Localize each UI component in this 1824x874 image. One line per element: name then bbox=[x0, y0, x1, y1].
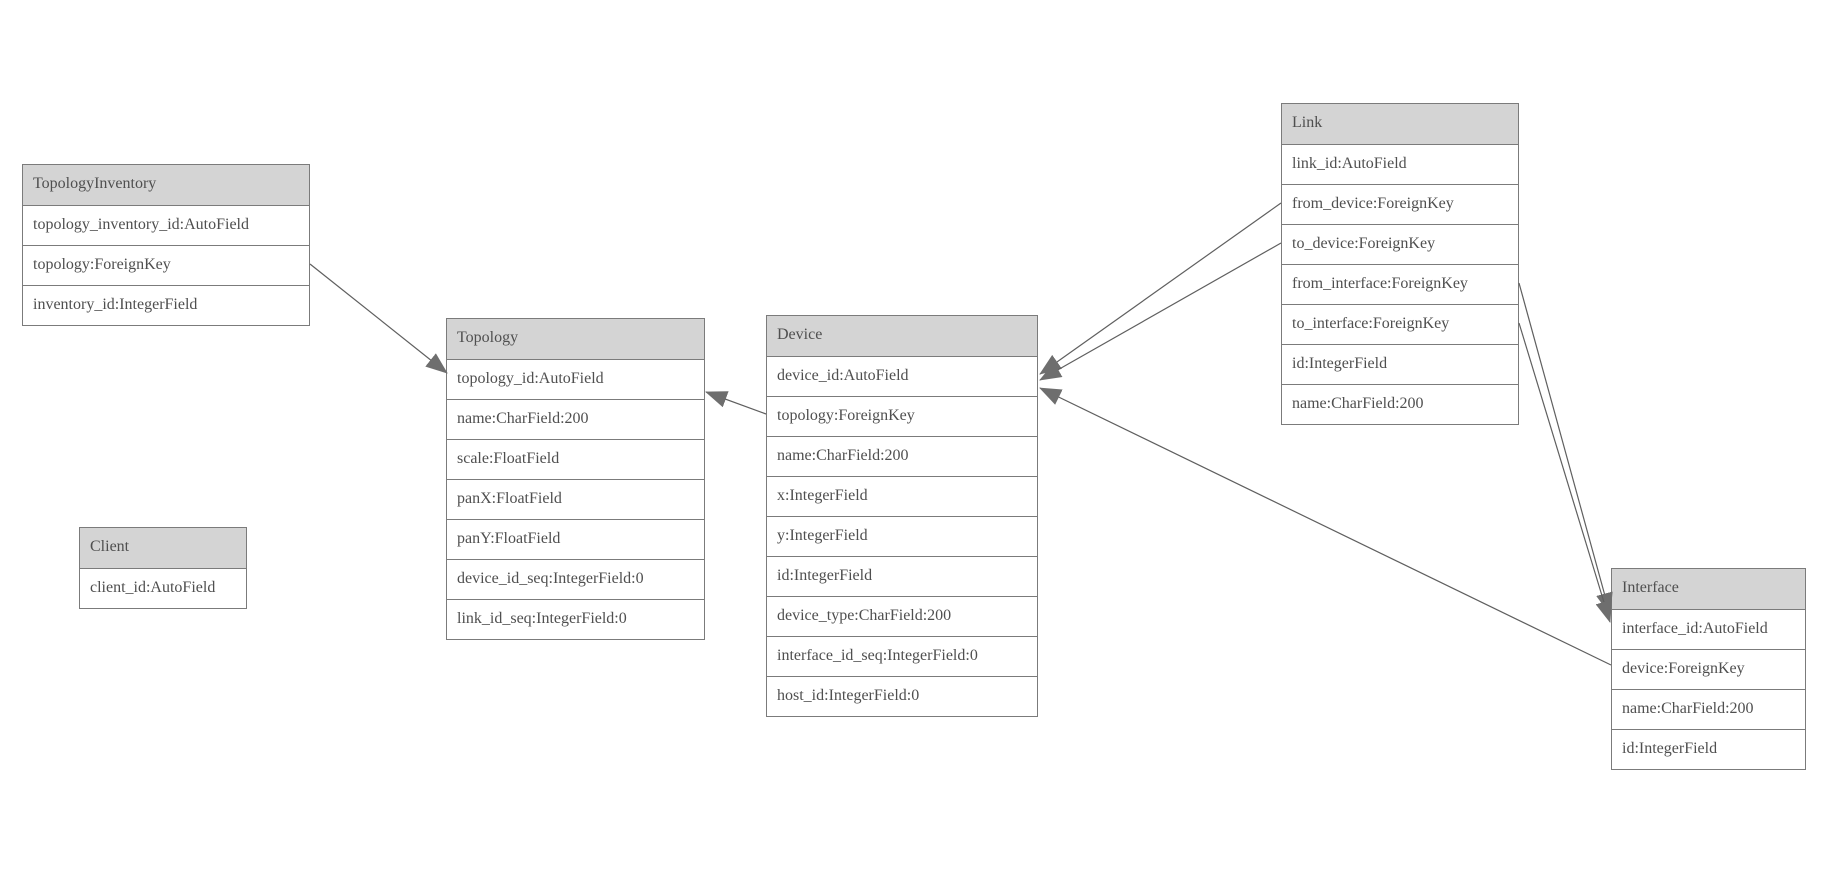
field-row: interface_id_seq:IntegerField:0 bbox=[767, 636, 1037, 676]
field-row: id:IntegerField bbox=[1282, 344, 1518, 384]
edge-interface-device bbox=[1039, 387, 1612, 666]
field-row: panY:FloatField bbox=[447, 519, 704, 559]
field-row: topology:ForeignKey bbox=[23, 245, 309, 285]
entity-topology-header: Topology bbox=[447, 319, 704, 359]
edge-topologyinventory-topology bbox=[309, 263, 448, 374]
field-row: topology:ForeignKey bbox=[767, 396, 1037, 436]
field-row: name:CharField:200 bbox=[1282, 384, 1518, 424]
field-row: device_id:AutoField bbox=[767, 356, 1037, 396]
field-row: id:IntegerField bbox=[767, 556, 1037, 596]
field-row: link_id:AutoField bbox=[1282, 144, 1518, 184]
entity-client-header: Client bbox=[80, 528, 246, 568]
field-row: name:CharField:200 bbox=[767, 436, 1037, 476]
edge-link-todevice-device bbox=[1039, 242, 1282, 381]
field-row: link_id_seq:IntegerField:0 bbox=[447, 599, 704, 639]
field-row: from_interface:ForeignKey bbox=[1282, 264, 1518, 304]
field-row: client_id:AutoField bbox=[80, 568, 246, 608]
edge-link-tointerface-interface bbox=[1518, 322, 1613, 623]
field-row: id:IntegerField bbox=[1612, 729, 1805, 769]
field-row: device_type:CharField:200 bbox=[767, 596, 1037, 636]
field-row: panX:FloatField bbox=[447, 479, 704, 519]
field-row: to_device:ForeignKey bbox=[1282, 224, 1518, 264]
edge-device-topology bbox=[705, 391, 767, 415]
entity-device-header: Device bbox=[767, 316, 1037, 356]
field-row: to_interface:ForeignKey bbox=[1282, 304, 1518, 344]
field-row: host_id:IntegerField:0 bbox=[767, 676, 1037, 716]
edge-link-fromdevice-device bbox=[1039, 202, 1282, 375]
field-row: scale:FloatField bbox=[447, 439, 704, 479]
field-row: from_device:ForeignKey bbox=[1282, 184, 1518, 224]
field-row: name:CharField:200 bbox=[1612, 689, 1805, 729]
entity-topologyinventory-header: TopologyInventory bbox=[23, 165, 309, 205]
entity-interface: Interface interface_id:AutoField device:… bbox=[1611, 568, 1806, 770]
entity-device: Device device_id:AutoField topology:Fore… bbox=[766, 315, 1038, 717]
field-row: name:CharField:200 bbox=[447, 399, 704, 439]
field-row: device:ForeignKey bbox=[1612, 649, 1805, 689]
entity-topologyinventory: TopologyInventory topology_inventory_id:… bbox=[22, 164, 310, 326]
entity-client: Client client_id:AutoField bbox=[79, 527, 247, 609]
field-row: interface_id:AutoField bbox=[1612, 609, 1805, 649]
entity-link: Link link_id:AutoField from_device:Forei… bbox=[1281, 103, 1519, 425]
field-row: topology_inventory_id:AutoField bbox=[23, 205, 309, 245]
field-row: inventory_id:IntegerField bbox=[23, 285, 309, 325]
field-row: y:IntegerField bbox=[767, 516, 1037, 556]
entity-interface-header: Interface bbox=[1612, 569, 1805, 609]
field-row: topology_id:AutoField bbox=[447, 359, 704, 399]
entity-link-header: Link bbox=[1282, 104, 1518, 144]
field-row: x:IntegerField bbox=[767, 476, 1037, 516]
entity-topology: Topology topology_id:AutoField name:Char… bbox=[446, 318, 705, 640]
edge-link-frominterface-interface bbox=[1518, 282, 1613, 615]
field-row: device_id_seq:IntegerField:0 bbox=[447, 559, 704, 599]
